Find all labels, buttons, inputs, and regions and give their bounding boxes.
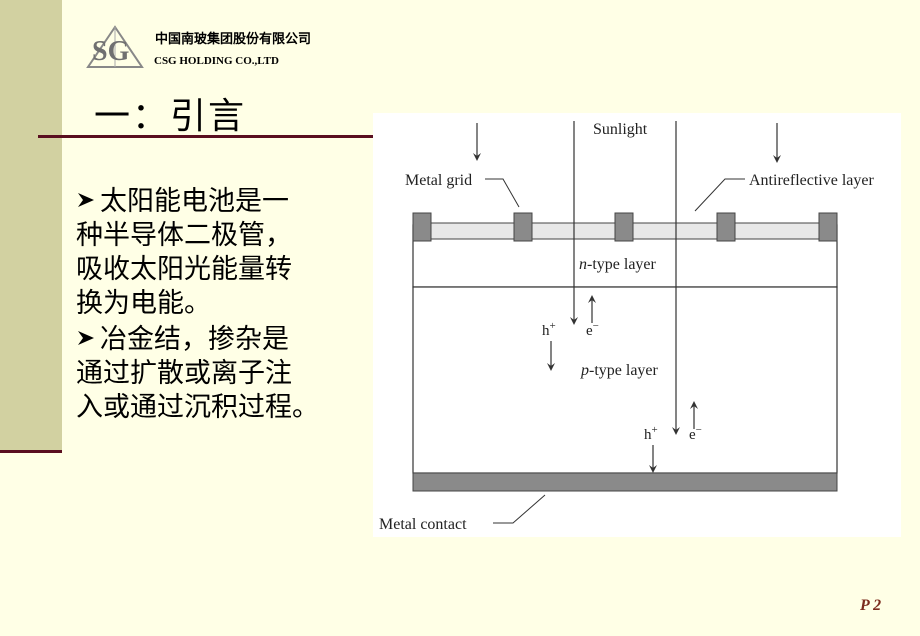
metal-grid-label: Metal grid [405, 172, 472, 189]
company-name-en: CSG HOLDING CO.,LTD [154, 55, 279, 67]
solar-cell-diagram: Sunlight Metal grid Antireflective layer… [373, 113, 901, 537]
antireflective-leader [694, 178, 745, 212]
antireflective-label: Antireflective layer [749, 172, 874, 189]
metal-grid-finger [818, 212, 838, 242]
n-type-label: n-type layer [579, 256, 657, 273]
electron-label: e− [586, 320, 599, 339]
metal-contact-bar [412, 472, 838, 492]
left-sidebar-band [0, 0, 62, 452]
arrow-bullet-icon [76, 323, 100, 357]
company-name-cn: 中国南玻集团股份有限公司 [155, 32, 312, 47]
sidebar-divider [0, 450, 62, 453]
p-type-layer [412, 286, 838, 474]
sunlight-label: Sunlight [593, 121, 648, 138]
logo-text: SG [92, 36, 130, 67]
metal-grid-finger [614, 212, 634, 242]
arrow-bullet-icon [76, 185, 100, 219]
bullet-paragraph: 冶金结，掺杂是 通过扩散或离子注 入或通过沉积过程。 [76, 323, 366, 425]
metal-contact-leader [493, 494, 546, 524]
metal-grid-finger [513, 212, 533, 242]
title-underline [38, 135, 378, 138]
metal-grid-finger [412, 212, 432, 242]
paragraph-text: 太阳能电池是一 种半导体二极管， 吸收太阳光能量转 换为电能。 [76, 186, 292, 319]
body-text: 太阳能电池是一 种半导体二极管， 吸收太阳光能量转 换为电能。 冶金结，掺杂是 … [76, 185, 366, 425]
electron-label: e− [689, 424, 702, 443]
csg-logo: SG [86, 25, 144, 68]
hole-label: h+ [542, 320, 556, 339]
slide-title: 一：引言 [94, 96, 247, 137]
hole-label: h+ [644, 424, 658, 443]
page-number: P 2 [860, 597, 882, 614]
p-type-label: p-type layer [580, 362, 659, 379]
bullet-paragraph: 太阳能电池是一 种半导体二极管， 吸收太阳光能量转 换为电能。 [76, 185, 366, 321]
metal-grid-leader [485, 178, 520, 208]
metal-grid-finger [716, 212, 736, 242]
paragraph-text: 冶金结，掺杂是 通过扩散或离子注 入或通过沉积过程。 [76, 324, 319, 423]
metal-contact-label: Metal contact [379, 516, 467, 533]
